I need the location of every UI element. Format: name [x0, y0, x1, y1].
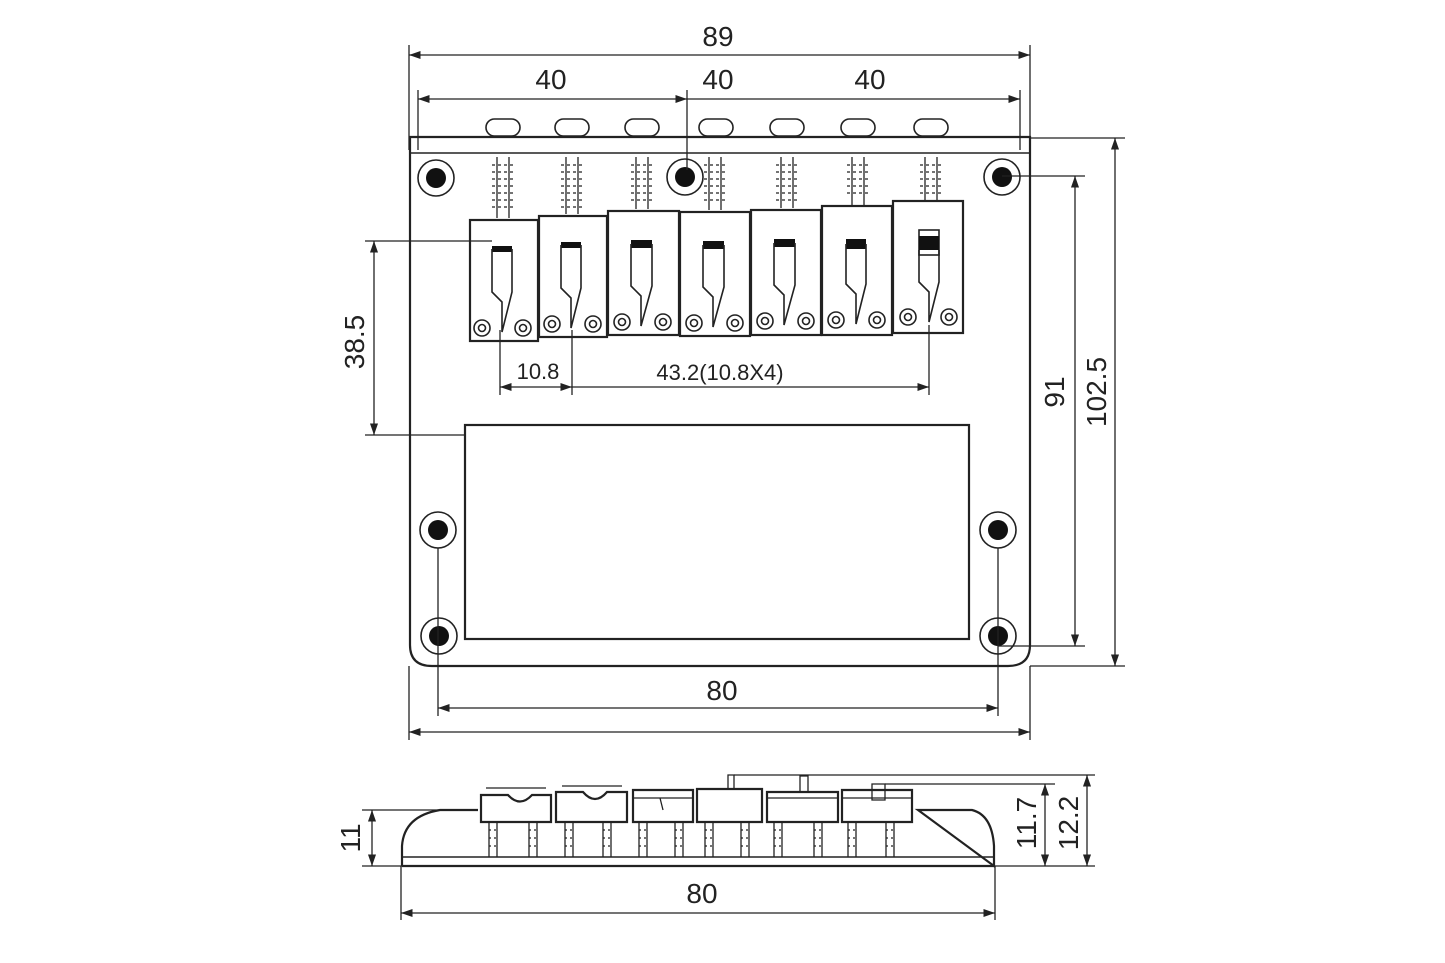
saddle	[820, 204, 894, 337]
top-view-dimensions: 89 40 40 40 38.5 10.8 43.2(10.8X4) 91 10…	[339, 21, 1125, 740]
mounting-holes	[417, 158, 1021, 655]
dim-base-height: 11	[335, 823, 366, 852]
dim-overall-width: 89	[702, 21, 733, 52]
saddle	[891, 199, 965, 335]
dim-overall-length: 102.5	[1081, 357, 1112, 427]
side-saddles	[479, 774, 1055, 824]
dim-saddle-spacing: 10.8	[517, 359, 560, 384]
string-slots	[485, 118, 949, 137]
dim-saddle-height-high: 12.2	[1053, 796, 1084, 851]
base-plate	[408, 135, 1032, 668]
side-view	[400, 774, 1055, 869]
saddles	[468, 199, 965, 343]
side-screws	[488, 822, 895, 857]
saddle	[678, 210, 752, 338]
dim-saddle-height-low: 11.7	[1011, 797, 1042, 849]
dim-bottom-hole-span: 80	[706, 675, 737, 706]
top-view	[408, 118, 1032, 668]
dim-spacing-middle: 40	[702, 64, 733, 95]
dim-mount-hole-span: 91	[1039, 376, 1070, 407]
dim-base-length: 80	[686, 878, 717, 909]
saddle-springs	[492, 157, 942, 218]
saddle	[468, 218, 540, 343]
side-view-dimensions: 11 11.7 12.2 80	[335, 774, 1095, 920]
saddle	[749, 208, 823, 337]
dim-spacing-right: 40	[854, 64, 885, 95]
saddle	[537, 214, 609, 339]
dim-spacing-left: 40	[535, 64, 566, 95]
dim-saddle-to-pickup: 38.5	[339, 315, 370, 370]
dim-saddle-spacing-total: 43.2(10.8X4)	[656, 360, 783, 385]
saddle	[606, 209, 681, 337]
pickup-cutout	[463, 423, 971, 641]
